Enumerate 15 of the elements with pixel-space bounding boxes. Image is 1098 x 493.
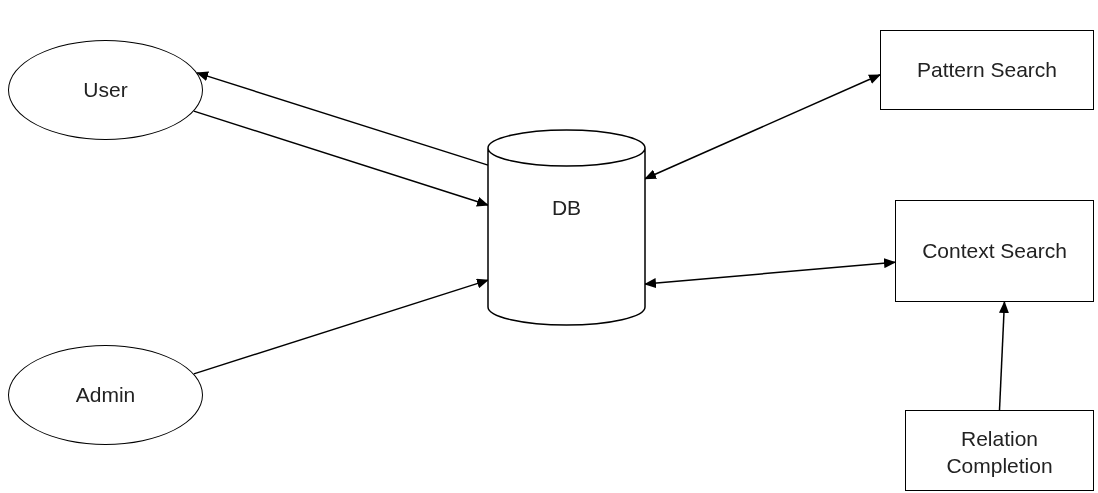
arrow (998, 301, 1009, 411)
arrow (644, 258, 896, 289)
node-label: Context Search (922, 238, 1067, 265)
process-box (895, 200, 1094, 302)
node-label: DB (551, 194, 582, 221)
node-label: Pattern Search (916, 57, 1058, 84)
arrow (193, 278, 489, 375)
node-label: User (83, 77, 128, 104)
arrow (644, 74, 881, 180)
arrow (193, 110, 489, 207)
node-label: Relation Completion (945, 426, 1054, 480)
process-box (880, 30, 1094, 110)
arrow (196, 71, 489, 166)
node-label: Admin (75, 382, 136, 409)
process-box (905, 410, 1094, 491)
